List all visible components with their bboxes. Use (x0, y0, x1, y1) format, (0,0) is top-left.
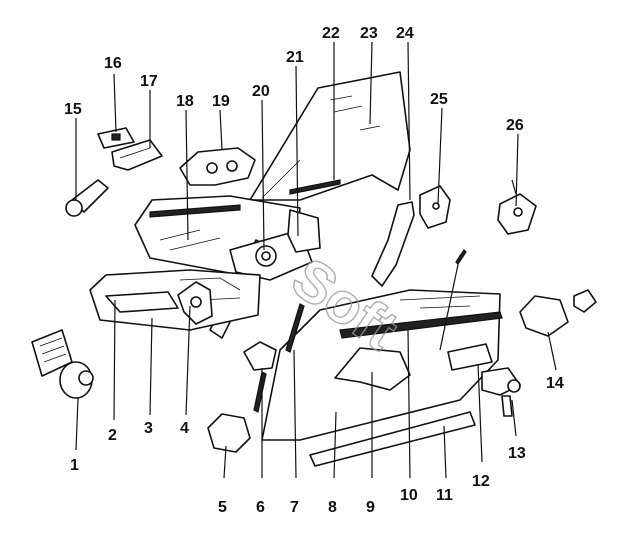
label-15: 15 (64, 101, 82, 118)
part-speaker-knob (31, 329, 94, 399)
part-window-glass (249, 71, 411, 201)
label-13: 13 (508, 445, 526, 462)
label-20: 20 (252, 83, 270, 100)
label-17: 17 (140, 73, 158, 90)
label-11: 11 (436, 487, 453, 504)
part-hinge-link (243, 341, 277, 413)
label-14: 14 (546, 375, 564, 392)
part-number-labels: 1 2 3 4 5 6 7 8 9 10 11 12 13 14 15 16 1… (64, 25, 564, 516)
label-25: 25 (430, 91, 448, 108)
label-4: 4 (180, 420, 189, 437)
part-door-hinge (207, 413, 251, 453)
part-switch (97, 127, 135, 149)
part-inner-handle-mechanism (177, 281, 213, 325)
part-glass-run-channel (371, 201, 415, 287)
label-3: 3 (144, 420, 153, 437)
label-7: 7 (290, 499, 299, 516)
part-latch-striker (419, 185, 451, 229)
label-16: 16 (104, 55, 122, 72)
part-lower-sill-trim (309, 411, 476, 467)
label-8: 8 (328, 499, 337, 516)
label-21: 21 (286, 49, 304, 66)
part-door-check-rod (439, 249, 467, 351)
label-5: 5 (218, 499, 227, 516)
label-19: 19 (212, 93, 230, 110)
part-link-rod (285, 303, 305, 353)
part-window-crank (65, 179, 109, 217)
part-window-seal-strip (289, 179, 341, 195)
label-24: 24 (396, 25, 414, 42)
label-18: 18 (176, 93, 194, 110)
label-6: 6 (256, 499, 265, 516)
leader-lines (75, 41, 557, 479)
label-23: 23 (360, 25, 378, 42)
label-12: 12 (472, 473, 490, 490)
part-lock-actuator (497, 179, 537, 235)
part-lock-cylinder (481, 367, 521, 417)
part-door-inner-handle (334, 347, 411, 391)
label-9: 9 (366, 499, 375, 516)
part-outer-door-handle (447, 343, 493, 371)
part-armrest-bracket (179, 147, 256, 186)
label-10: 10 (400, 487, 418, 504)
label-26: 26 (506, 117, 524, 134)
part-door-latch (519, 289, 597, 337)
label-2: 2 (108, 427, 117, 444)
part-regulator-motor (287, 209, 321, 253)
label-22: 22 (322, 25, 340, 42)
label-1: 1 (70, 457, 79, 474)
part-lower-trim-panel (89, 269, 261, 331)
